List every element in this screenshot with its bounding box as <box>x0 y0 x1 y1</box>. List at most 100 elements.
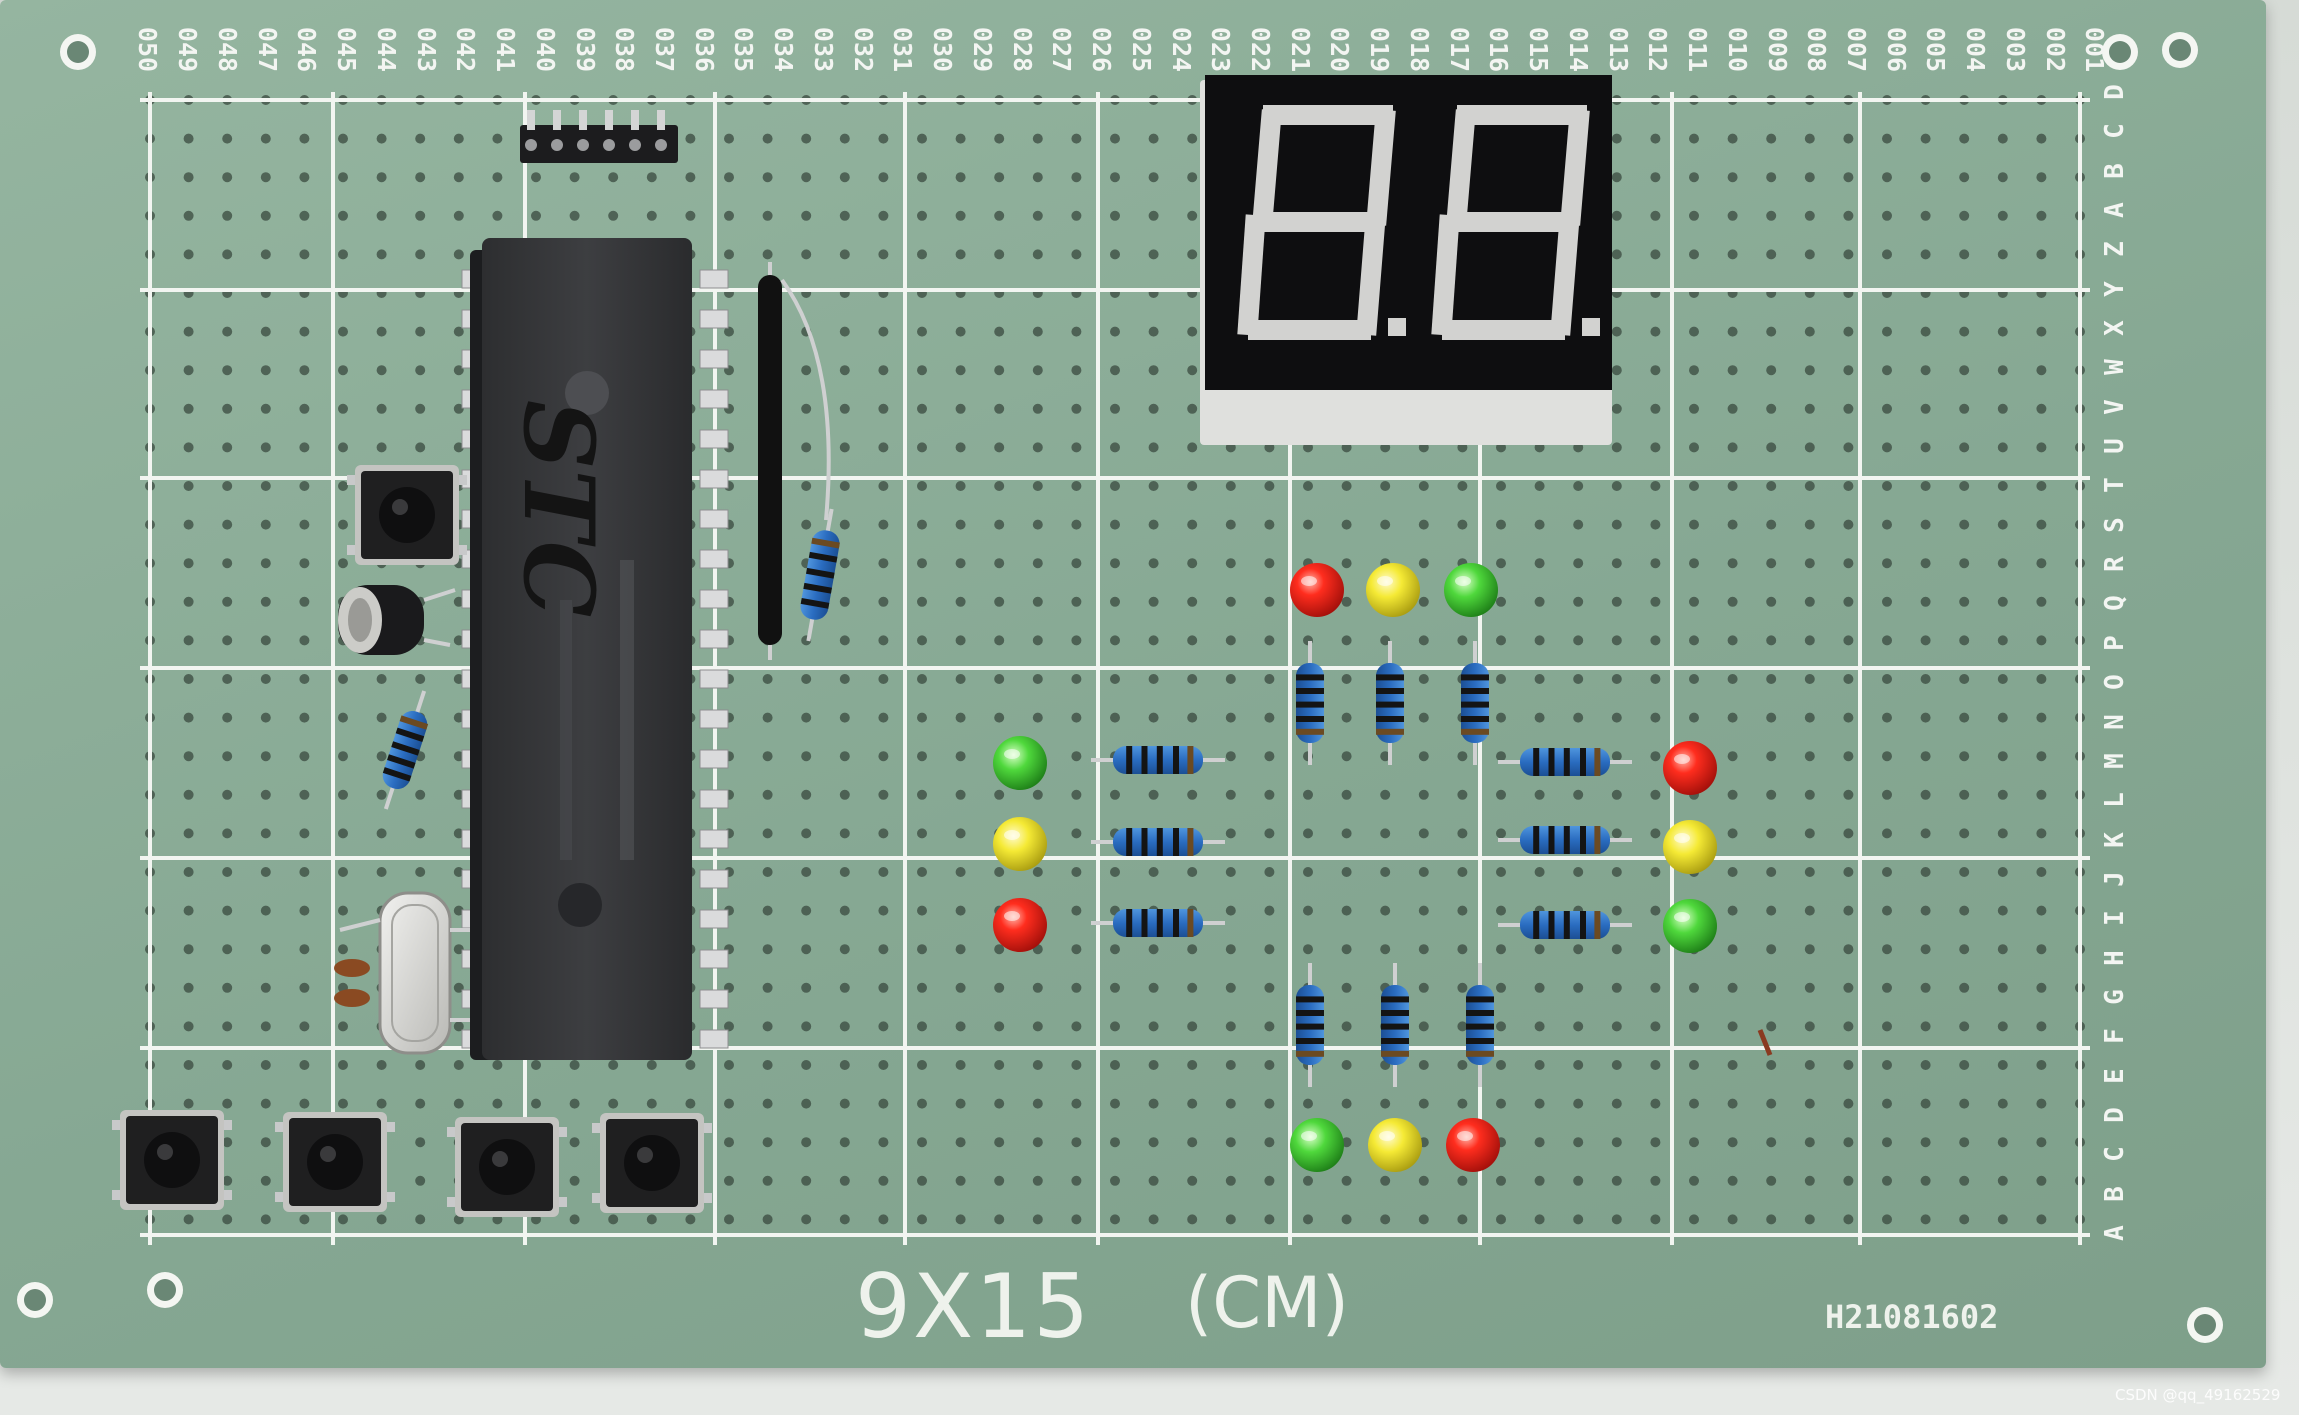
push-button-1 <box>112 1110 232 1210</box>
resistor-north <box>1296 641 1324 765</box>
row-label: G <box>2100 989 2130 1005</box>
reset-button <box>347 465 467 565</box>
watermark-text: CSDN @qq_49162529 <box>2115 1386 2281 1404</box>
row-label: I <box>2100 910 2130 927</box>
pad-grid <box>145 95 2085 1225</box>
row-label: A <box>2100 202 2130 218</box>
row-label: C <box>2100 123 2130 140</box>
mcu-chip: STC <box>461 238 729 1060</box>
wire-lead <box>1757 1029 1773 1056</box>
column-label: 013 <box>1603 26 1633 72</box>
led-north-green <box>1444 563 1498 617</box>
led-north-yellow <box>1366 563 1420 617</box>
resistor-north <box>1376 641 1404 765</box>
mounting-hole <box>60 34 96 70</box>
resistor-west <box>1091 909 1225 937</box>
seven-segment-display <box>1200 75 1612 445</box>
resistor-south <box>1296 963 1324 1087</box>
row-label: R <box>2100 556 2130 572</box>
mounting-hole <box>17 1282 53 1318</box>
row-label: Z <box>2100 241 2130 258</box>
resistor-north <box>1461 641 1489 765</box>
column-label: 014 <box>1563 26 1593 72</box>
column-label: 015 <box>1524 26 1554 72</box>
column-label: 050 <box>133 26 163 72</box>
push-button-4 <box>592 1113 712 1213</box>
column-label: 005 <box>1921 26 1951 72</box>
pin-header <box>520 110 678 163</box>
column-label: 008 <box>1802 26 1832 72</box>
column-label: 025 <box>1126 26 1156 72</box>
digit-2 <box>1431 105 1600 340</box>
column-label: 043 <box>411 26 441 72</box>
column-label: 012 <box>1643 26 1673 72</box>
resistor-south <box>1466 963 1494 1087</box>
digit-1 <box>1237 105 1406 340</box>
column-label: 022 <box>1246 26 1276 72</box>
column-label: 033 <box>808 26 838 72</box>
led-east-yellow <box>1663 820 1717 874</box>
row-label: A <box>2100 1225 2130 1241</box>
led-west-green <box>993 736 1047 790</box>
electrolytic-capacitor <box>338 585 456 655</box>
column-label: 016 <box>1484 26 1514 72</box>
led-north-red <box>1290 563 1344 617</box>
crystal-oscillator <box>339 891 470 1055</box>
row-label: L <box>2100 792 2130 809</box>
column-label: 017 <box>1444 26 1474 72</box>
row-label: C <box>2100 1146 2130 1163</box>
column-label: 035 <box>729 26 759 72</box>
column-label: 048 <box>212 26 242 72</box>
row-label: F <box>2100 1028 2130 1045</box>
led-south-green <box>1290 1118 1344 1172</box>
push-button-3 <box>447 1117 567 1217</box>
row-label: P <box>2100 634 2130 651</box>
led-south-red <box>1446 1118 1500 1172</box>
row-label: D <box>2100 1107 2130 1123</box>
row-label: V <box>2100 398 2130 415</box>
column-label: 007 <box>1842 26 1872 72</box>
led-east-red <box>1663 741 1717 795</box>
mounting-hole <box>2102 34 2138 70</box>
push-button-2 <box>275 1112 395 1212</box>
column-label: 031 <box>888 26 918 72</box>
board-serial-silkscreen: H21081602 <box>1825 1298 1999 1336</box>
column-label: 020 <box>1325 26 1355 72</box>
resistor-south <box>1381 963 1409 1087</box>
row-label: O <box>2100 674 2130 690</box>
column-label: 009 <box>1762 26 1792 72</box>
row-label: T <box>2100 477 2130 494</box>
led-west-yellow <box>993 817 1047 871</box>
row-label: Y <box>2100 280 2130 297</box>
column-label: 047 <box>252 26 282 72</box>
column-label: 003 <box>2001 26 2031 72</box>
column-label: 038 <box>610 26 640 72</box>
column-label: 039 <box>570 26 600 72</box>
column-label: 032 <box>848 26 878 72</box>
column-label: 002 <box>2040 26 2070 72</box>
column-label: 030 <box>928 26 958 72</box>
row-label: K <box>2100 831 2130 848</box>
resistor-reset <box>382 690 429 810</box>
column-label: 029 <box>967 26 997 72</box>
resistor-east <box>1498 826 1632 854</box>
column-label: 044 <box>371 26 401 72</box>
led-east-green <box>1663 899 1717 953</box>
row-label: U <box>2100 438 2130 454</box>
mounting-hole <box>147 1272 183 1308</box>
column-label: 037 <box>650 26 680 72</box>
led-west-red <box>993 898 1047 952</box>
column-label: 004 <box>1961 26 1991 72</box>
board-unit-silkscreen: (CM) <box>1185 1262 1349 1344</box>
row-label: Q <box>2100 595 2130 612</box>
column-label: 042 <box>451 26 481 72</box>
row-label: J <box>2100 871 2130 887</box>
column-label: 010 <box>1722 26 1752 72</box>
column-label: 011 <box>1683 26 1713 72</box>
column-label: 021 <box>1285 26 1315 72</box>
row-label: N <box>2100 713 2130 730</box>
column-label: 045 <box>332 26 362 72</box>
column-label: 023 <box>1206 26 1236 72</box>
